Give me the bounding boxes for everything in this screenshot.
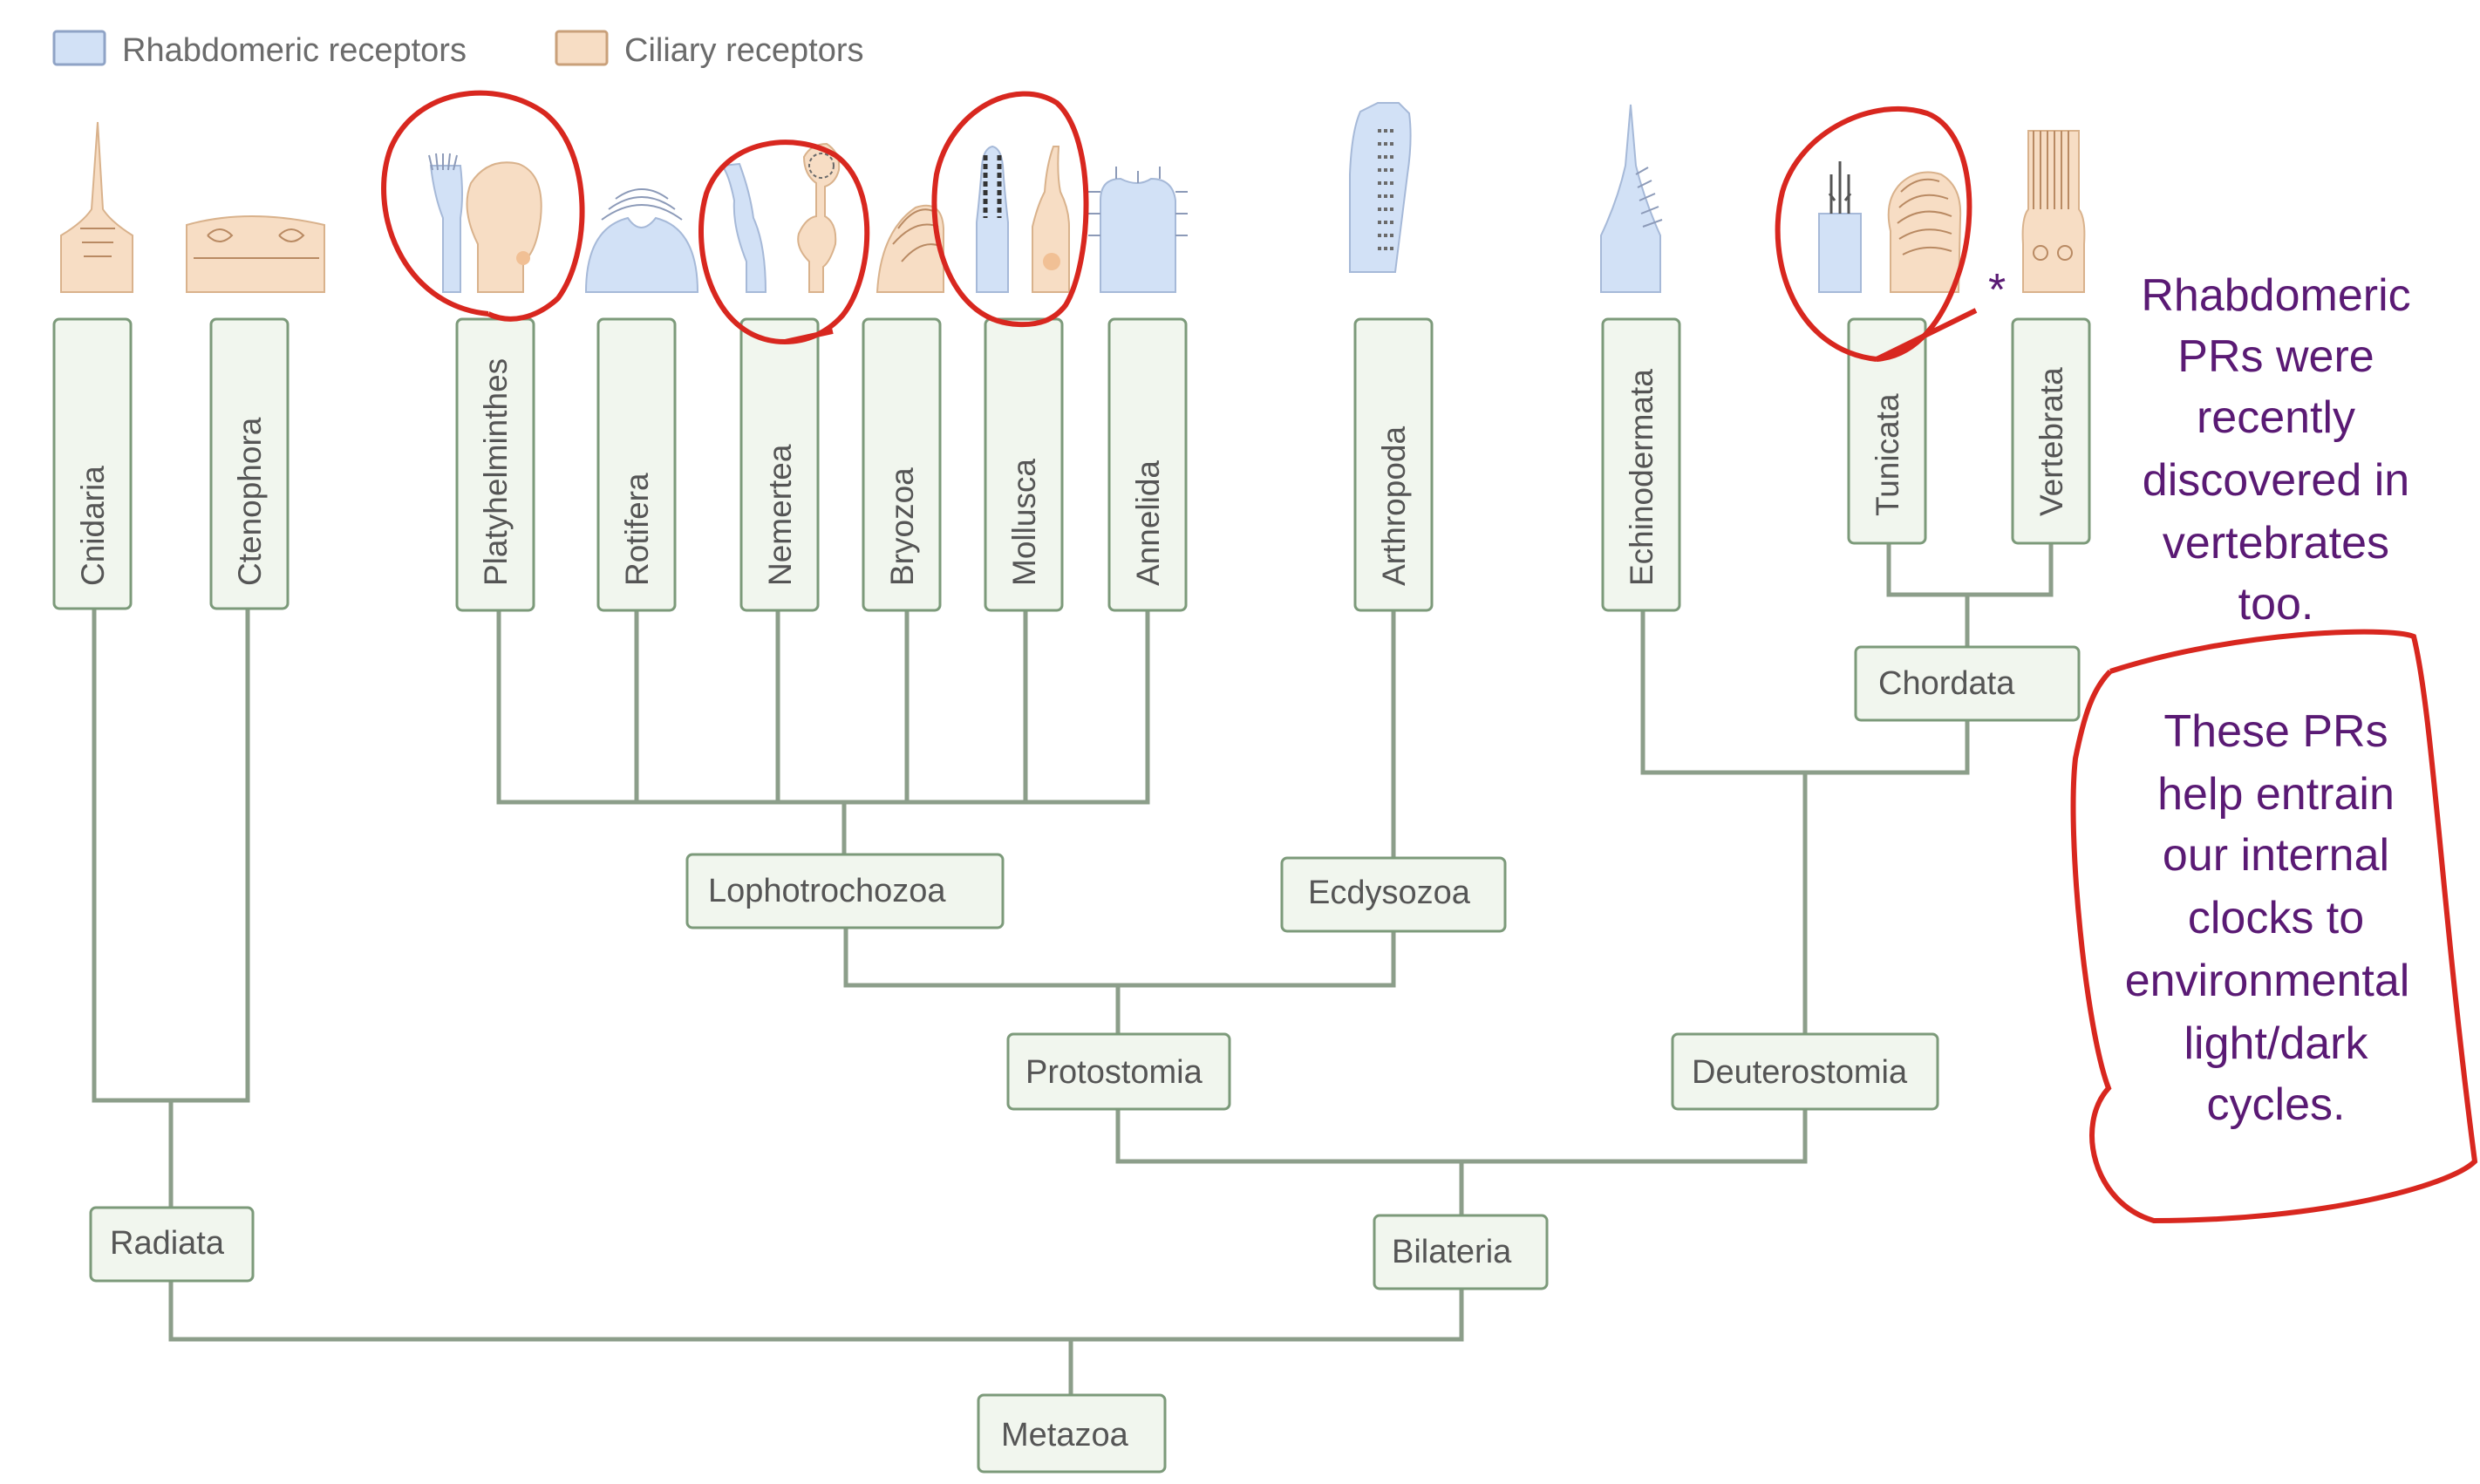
clade-node-deuterostomia: Deuterostomia	[1671, 1032, 1939, 1111]
phylum-node-annelida: Annelida	[1107, 317, 1188, 612]
note1-line-3: recently	[2197, 392, 2355, 443]
clade-node-metazoa: Metazoa	[977, 1393, 1167, 1474]
phylum-node-platyhelminthes: Platyhelminthes	[455, 317, 535, 612]
clade-node-chordata: Chordata	[1854, 645, 2081, 722]
note1-line-6: too.	[2238, 579, 2314, 630]
phylum-node-cnidaria: Cnidaria	[52, 317, 133, 610]
note1-line-5: vertebrates	[2163, 518, 2389, 568]
clade-label-lophotrochozoa: Lophotrochozoa	[708, 873, 946, 909]
mollusca-cell-illustration	[976, 145, 1070, 293]
clade-label-metazoa: Metazoa	[1001, 1417, 1129, 1453]
clade-label-ecdysozoa: Ecdysozoa	[1308, 875, 1471, 911]
note2-line-4: clocks to	[2188, 893, 2364, 943]
clade-label-bilateria: Bilateria	[1392, 1234, 1512, 1270]
annotation-circles	[381, 90, 2478, 1224]
platyhelminthes-cell-illustration	[428, 153, 542, 293]
phylum-label-cnidaria: Cnidaria	[75, 466, 111, 586]
cnidaria-ciliary-cell-illustration	[60, 121, 133, 293]
arthropoda-cell-illustration	[1349, 102, 1412, 273]
phylum-label-bryozoa: Bryozoa	[884, 467, 920, 586]
clade-node-radiata: Radiata	[89, 1206, 255, 1283]
phylum-node-nemertea: Nemertea	[739, 317, 820, 612]
legend-label-ciliary: Ciliary receptors	[624, 32, 864, 69]
phylum-node-vertebrata: Vertebrata	[2011, 317, 2091, 545]
phylum-label-tunicata: Tunicata	[1870, 393, 1905, 516]
clade-label-protostomia: Protostomia	[1025, 1054, 1203, 1091]
phylum-node-mollusca: Mollusca	[984, 317, 1064, 612]
photoreceptor-illustrations	[60, 102, 2086, 293]
clade-node-protostomia: Protostomia	[1006, 1032, 1231, 1111]
phylum-label-platyhelminthes: Platyhelminthes	[478, 358, 514, 586]
asterisk-mark: *	[1988, 265, 2006, 316]
clade-label-radiata: Radiata	[110, 1225, 225, 1262]
phylum-node-tunicata: Tunicata	[1847, 317, 1927, 545]
note2-line-1: These PRs	[2163, 706, 2388, 757]
annotation-circle-platyhelminthes	[381, 90, 585, 322]
echinodermata-cell-illustration	[1600, 104, 1663, 293]
phylum-label-annelida: Annelida	[1130, 460, 1166, 586]
phylum-nodes: Cnidaria Ctenophora Platyhelminthes Roti…	[52, 317, 2091, 612]
annotation-note-vertebrates: Rhabdomeric PRs were recently discovered…	[2141, 270, 2410, 630]
legend: Rhabdomeric receptors Ciliary receptors	[52, 30, 864, 69]
phylum-label-rotifera: Rotifera	[619, 473, 655, 586]
rotifera-cell-illustration	[584, 188, 699, 293]
annelida-cell-illustration	[1088, 167, 1188, 293]
note1-line-4: discovered in	[2143, 455, 2409, 506]
annotation-circle-nemertea	[698, 140, 870, 344]
phylum-node-bryozoa: Bryozoa	[862, 317, 942, 612]
phylum-label-arthropoda: Arthropoda	[1376, 426, 1412, 586]
note2-line-7: cycles.	[2207, 1079, 2346, 1130]
phylum-node-echinodermata: Echinodermata	[1601, 317, 1681, 612]
note2-line-2: help entrain	[2157, 769, 2395, 820]
annotation-note-clocks: These PRs help entrain our internal cloc…	[2125, 706, 2410, 1130]
clade-nodes: Chordata Lophotrochozoa Ecdysozoa Protos…	[89, 645, 2081, 1474]
clade-label-chordata: Chordata	[1878, 665, 2015, 702]
phylum-label-ctenophora: Ctenophora	[232, 417, 268, 586]
vertebrata-cell-illustration	[2021, 130, 2086, 293]
clade-node-ecdysozoa: Ecdysozoa	[1280, 856, 1507, 933]
bryozoa-cell-illustration	[875, 204, 944, 293]
legend-label-rhabdomeric: Rhabdomeric receptors	[122, 32, 467, 69]
note1-line-2: PRs were	[2177, 331, 2374, 382]
tree-edges	[92, 543, 2054, 1395]
note2-line-6: light/dark	[2184, 1018, 2369, 1069]
legend-swatch-ciliary	[555, 30, 609, 66]
clade-node-bilateria: Bilateria	[1373, 1214, 1549, 1290]
annotation-circle-mollusca	[931, 91, 1089, 328]
legend-swatch-rhabdomeric	[52, 30, 106, 66]
nemertea-cell-illustration	[720, 142, 841, 293]
phylum-label-mollusca: Mollusca	[1006, 459, 1042, 586]
phylum-label-echinodermata: Echinodermata	[1624, 369, 1659, 586]
ctenophora-ciliary-cell-illustration	[186, 215, 325, 293]
tunicata-cell-illustration	[1818, 161, 1962, 293]
clade-label-deuterostomia: Deuterostomia	[1692, 1054, 1908, 1091]
annotation-circle-note	[2070, 629, 2478, 1224]
phylum-label-nemertea: Nemertea	[762, 444, 798, 586]
clade-node-lophotrochozoa: Lophotrochozoa	[685, 853, 1005, 929]
annotation-circle-tunicata	[1775, 106, 1978, 362]
note1-line-1: Rhabdomeric	[2141, 270, 2410, 321]
phylum-node-ctenophora: Ctenophora	[209, 317, 290, 610]
note2-line-5: environmental	[2125, 956, 2410, 1006]
phylum-label-vertebrata: Vertebrata	[2034, 367, 2069, 516]
phylum-node-arthropoda: Arthropoda	[1353, 317, 1434, 612]
note2-line-3: our internal	[2163, 830, 2389, 881]
phylum-node-rotifera: Rotifera	[596, 317, 677, 612]
